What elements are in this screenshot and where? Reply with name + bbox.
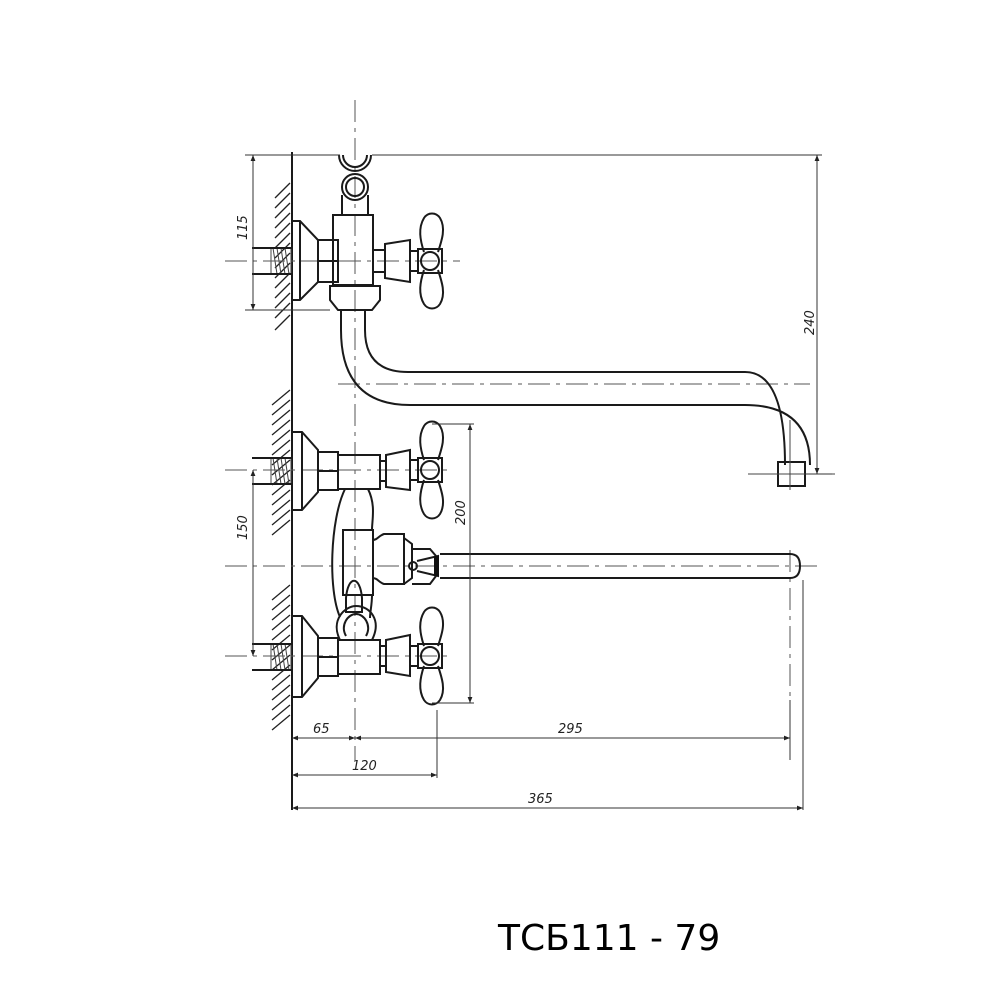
top-mixer-body [292,154,386,311]
dim-295: 295 [558,722,583,737]
upper-spout [340,310,835,490]
dim-240: 240 [803,310,818,335]
dim-120: 120 [352,759,377,774]
middle-handle[interactable] [385,420,445,520]
dim-115: 115 [236,215,251,240]
wall-hatch-bottom [271,584,291,731]
thread-middle [252,457,292,485]
top-handle[interactable] [384,212,445,310]
dim-150: 150 [236,515,251,540]
wall-hatch-middle [271,389,291,536]
thread-bottom [252,643,292,671]
bottom-handle[interactable] [385,606,445,706]
lower-spout [440,553,802,579]
dim-200: 200 [454,500,469,525]
lower-mixer-body [292,431,439,698]
dim-65: 65 [313,722,330,737]
dim-365: 365 [528,792,553,807]
model-title: ТСБ111 - 79 [498,918,721,959]
